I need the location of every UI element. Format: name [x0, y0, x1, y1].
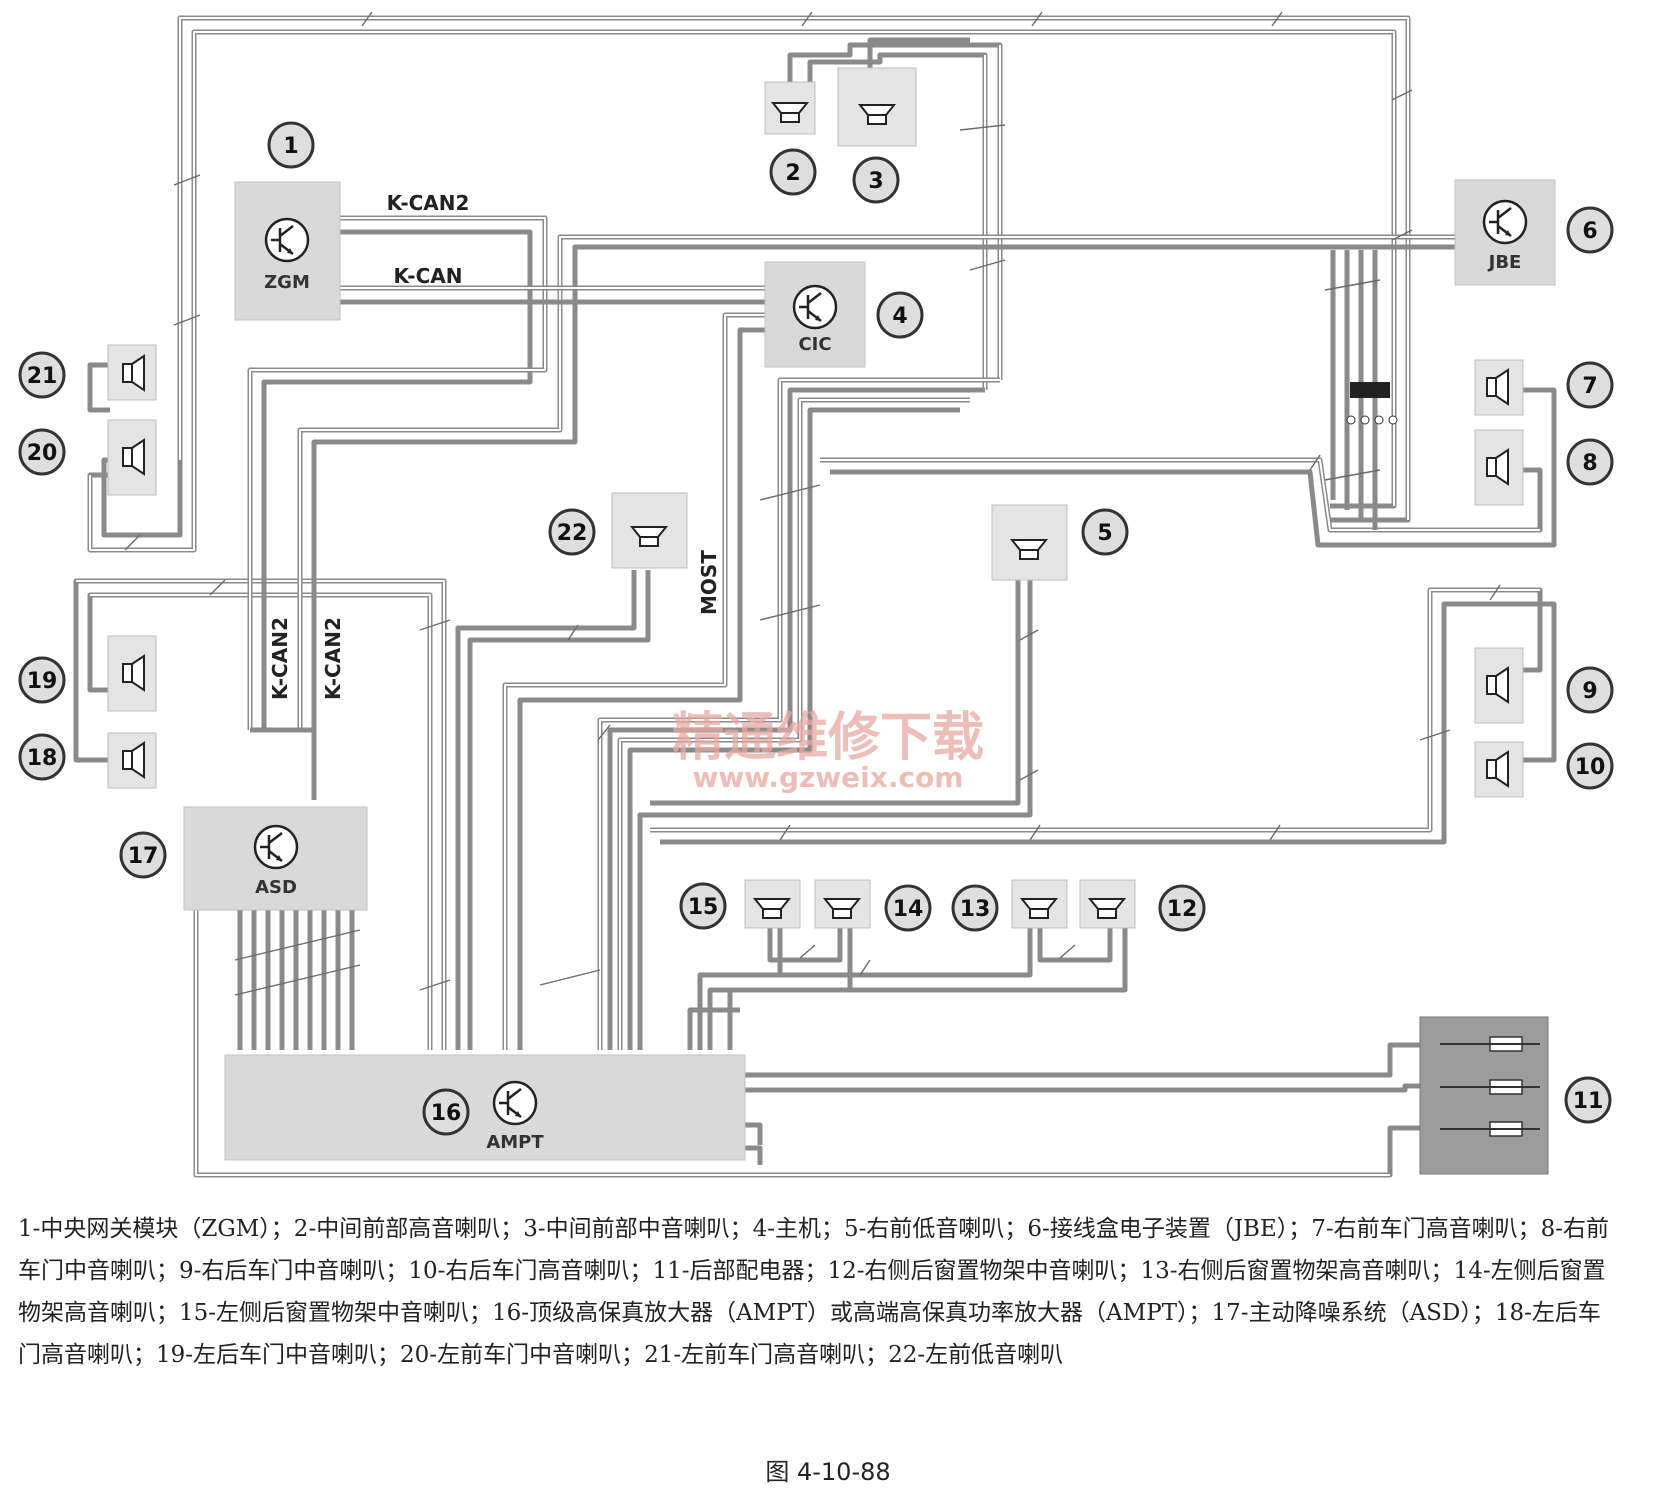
- jbe-module: JBE: [1454, 179, 1556, 286]
- wire-harness: [73, 15, 1557, 1178]
- callout-1: 1: [267, 121, 315, 169]
- callout-5: 5: [1081, 508, 1129, 556]
- callout-12: 12: [1158, 884, 1206, 932]
- callout-3: 3: [852, 156, 900, 204]
- callout-20: 20: [18, 428, 66, 476]
- asd-label: ASD: [255, 877, 297, 898]
- svg-text:9: 9: [1582, 679, 1597, 704]
- ampt-module: AMPT: [224, 1054, 746, 1161]
- svg-text:11: 11: [1573, 1089, 1604, 1114]
- ampt-label: AMPT: [486, 1132, 544, 1153]
- callout-17: 17: [119, 831, 167, 879]
- svg-text:15: 15: [688, 895, 719, 920]
- svg-text:17: 17: [128, 844, 159, 869]
- speaker-3: [837, 67, 917, 147]
- svg-text:1: 1: [283, 134, 298, 159]
- speaker-19: [107, 635, 157, 712]
- callout-19: 19: [18, 656, 66, 704]
- callout-15: 15: [679, 882, 727, 930]
- svg-text:16: 16: [431, 1101, 462, 1126]
- svg-text:22: 22: [557, 521, 588, 546]
- svg-text:18: 18: [27, 746, 58, 771]
- callout-4: 4: [876, 291, 924, 339]
- cic-label: CIC: [798, 334, 831, 355]
- callout-7: 7: [1566, 361, 1614, 409]
- inline-connector: [1346, 382, 1398, 425]
- callout-8: 8: [1566, 438, 1614, 486]
- svg-text:10: 10: [1575, 755, 1606, 780]
- kcan2-vertical-a-label: K-CAN2: [268, 617, 292, 700]
- speaker-9: [1474, 647, 1524, 724]
- callout-13: 13: [951, 884, 999, 932]
- kcan2-top-label: K-CAN2: [387, 191, 470, 215]
- svg-text:8: 8: [1582, 451, 1597, 476]
- speaker-13: [1011, 879, 1068, 929]
- figure-number: 图 4-10-88: [765, 1458, 891, 1486]
- zgm-label: ZGM: [264, 272, 310, 293]
- speaker-14: [814, 879, 871, 929]
- svg-text:13: 13: [960, 897, 991, 922]
- svg-text:21: 21: [27, 364, 58, 389]
- callout-14: 14: [884, 884, 932, 932]
- callout-16: 16: [422, 1088, 470, 1136]
- speaker-10: [1474, 741, 1524, 798]
- kcan-label: K-CAN: [394, 264, 463, 288]
- kcan2-vertical-b-label: K-CAN2: [321, 617, 345, 700]
- figure-caption: 1-中央网关模块（ZGM）；2-中间前部高音喇叭；3-中间前部中音喇叭；4-主机…: [18, 1216, 1610, 1368]
- svg-text:14: 14: [893, 897, 924, 922]
- callout-21: 21: [18, 351, 66, 399]
- zgm-module: ZGM: [234, 181, 341, 321]
- speaker-7: [1474, 359, 1524, 416]
- speaker-5: [991, 504, 1068, 581]
- callout-18: 18: [18, 733, 66, 781]
- watermark-cn: 精通维修下载: [672, 708, 984, 768]
- svg-text:4: 4: [892, 304, 907, 329]
- jbe-label: JBE: [1487, 252, 1522, 273]
- speaker-21: [107, 344, 157, 401]
- speaker-8: [1474, 429, 1524, 506]
- svg-text:12: 12: [1167, 897, 1198, 922]
- svg-text:5: 5: [1097, 521, 1112, 546]
- most-label: MOST: [697, 550, 721, 615]
- svg-text:2: 2: [785, 161, 800, 186]
- rear-distributor: [1419, 1016, 1549, 1175]
- speaker-12: [1079, 879, 1136, 929]
- speaker-2: [764, 81, 816, 135]
- callout-6: 6: [1566, 206, 1614, 254]
- wire-ticks: [124, 11, 1501, 996]
- asd-module: ASD: [183, 806, 368, 911]
- speaker-18: [107, 732, 157, 789]
- svg-text:3: 3: [868, 169, 883, 194]
- callout-2: 2: [769, 148, 817, 196]
- svg-text:19: 19: [27, 669, 58, 694]
- svg-text:7: 7: [1582, 374, 1597, 399]
- cic-module: CIC: [764, 261, 866, 368]
- callout-10: 10: [1566, 742, 1614, 790]
- callout-9: 9: [1566, 666, 1614, 714]
- speaker-22: [611, 492, 688, 569]
- callout-11: 11: [1564, 1076, 1612, 1124]
- speaker-20: [107, 419, 157, 496]
- callout-22: 22: [548, 508, 596, 556]
- watermark-url: www.gzweix.com: [693, 761, 964, 794]
- svg-text:6: 6: [1582, 219, 1597, 244]
- speaker-15: [744, 879, 801, 929]
- svg-text:20: 20: [27, 441, 58, 466]
- wiring-diagram: ZGM CIC JBE ASD AMPT: [18, 11, 1614, 1178]
